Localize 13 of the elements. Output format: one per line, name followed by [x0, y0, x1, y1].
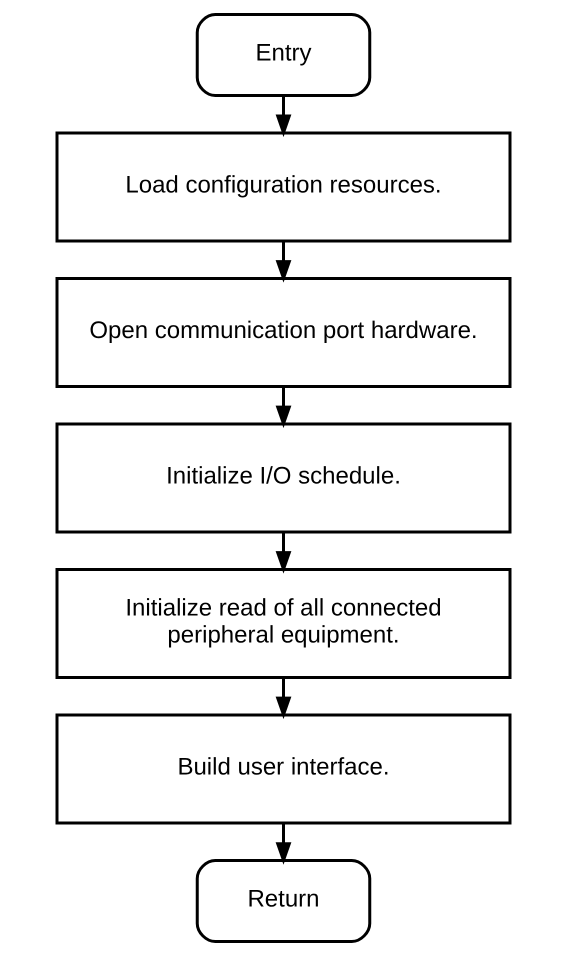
node-box: Load configuration resources.	[55, 132, 511, 242]
node-box: Initialize I/O schedule.	[55, 422, 511, 534]
arrow	[275, 678, 291, 720]
node-box: Return	[195, 859, 371, 943]
arrow	[275, 386, 291, 428]
node-box: Entry	[195, 13, 371, 97]
arrow	[275, 96, 291, 138]
arrow	[275, 241, 291, 283]
arrow	[275, 532, 291, 574]
arrow	[275, 824, 291, 865]
node-box: Initialize read of all connected peripheral equipment.	[55, 568, 511, 679]
node-box: Build user interface.	[55, 714, 511, 824]
node-box: Open communication port hardware.	[55, 277, 511, 388]
